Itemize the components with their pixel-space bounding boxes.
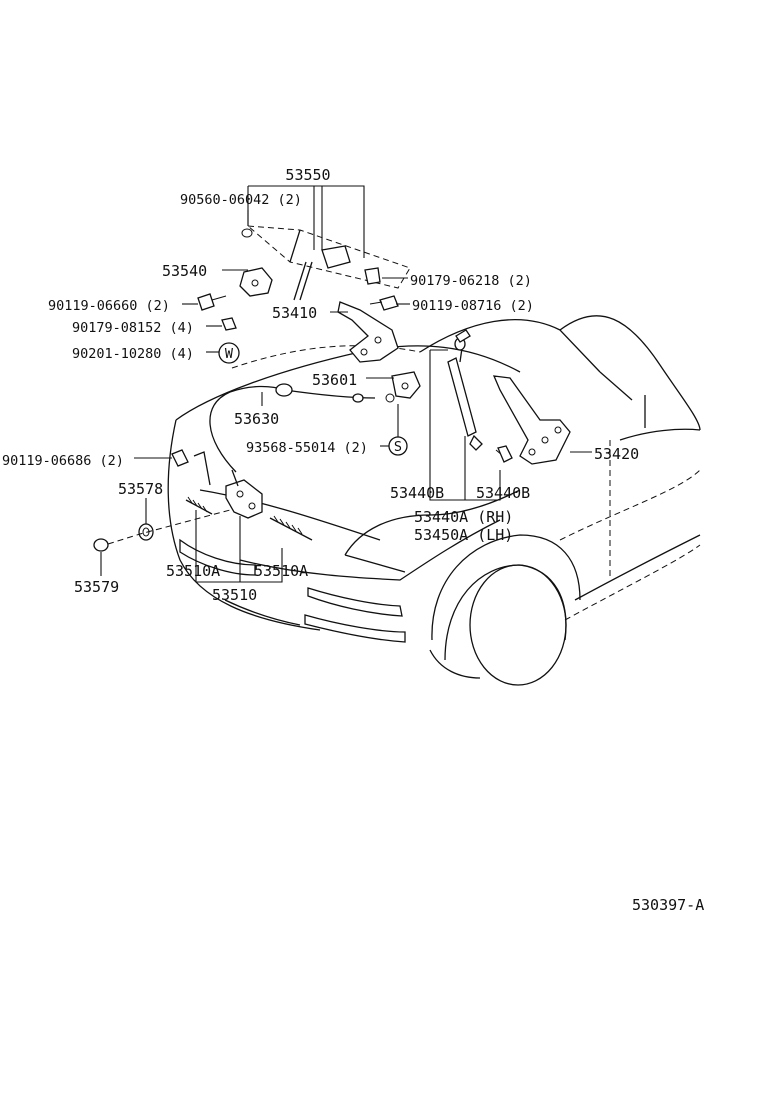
label-53578: 53578 [118,480,163,498]
clip-90560 [241,228,253,238]
bolt-90119-08716 [369,295,399,311]
diagram-id: 530397-A [632,896,704,914]
hood-hinge-53410 [337,301,399,363]
s-symbol-label: S [394,439,402,455]
label-90201-10280: 90201-10280 (4) [72,346,194,362]
label-53440b-left: 53440B [390,484,444,502]
hood-panel-53550 [241,225,411,301]
label-90179-08152: 90179-08152 (4) [72,320,194,336]
label-53510a-right: 53510A [254,562,308,580]
label-53440b-right: 53440B [476,484,530,502]
label-90179-06218: 90179-06218 (2) [410,273,532,289]
label-93568-55014: 93568-55014 (2) [246,440,368,456]
label-53510: 53510 [212,586,257,604]
label-53540: 53540 [162,262,207,280]
label-53410: 53410 [272,304,317,322]
label-90119-06660: 90119-06660 (2) [48,298,170,314]
bolt-90119-06660 [197,293,227,311]
part-labels: 53550 90560-06042 (2) 53540 90179-06218 … [2,166,704,914]
hood-lock-53510 [225,469,263,519]
label-53510a-left: 53510A [166,562,220,580]
leader-lines [100,185,592,583]
label-53630: 53630 [234,410,279,428]
label-90119-06686: 90119-06686 (2) [2,453,124,469]
label-53440a-rh: 53440A (RH) [414,508,513,526]
w-symbol-label: W [225,346,234,362]
s-symbol-93568: S [388,436,408,456]
hood-support-strut [447,329,513,463]
label-90119-08716: 90119-08716 (2) [412,298,534,314]
label-90560-06042: 90560-06042 (2) [180,192,302,208]
bracket-53540 [239,267,273,297]
w-symbol-90201: W [218,342,240,364]
latch-spring-right [269,515,313,541]
latch-spring-left [185,496,213,515]
label-53450a-lh: 53450A (LH) [414,526,513,544]
bolt-90119-06686 [171,449,189,467]
label-53579: 53579 [74,578,119,596]
release-cable-53630 [209,383,395,473]
car-body-outline [167,315,701,686]
nut-90179-08152 [221,317,237,331]
cushion-53579 [93,538,109,552]
label-53550: 53550 [285,166,330,184]
cushion-53578 [138,523,154,541]
label-53420: 53420 [594,445,639,463]
hood-hinge-53420 [492,375,571,465]
bracket-53601 [391,371,421,399]
label-53601: 53601 [312,371,357,389]
